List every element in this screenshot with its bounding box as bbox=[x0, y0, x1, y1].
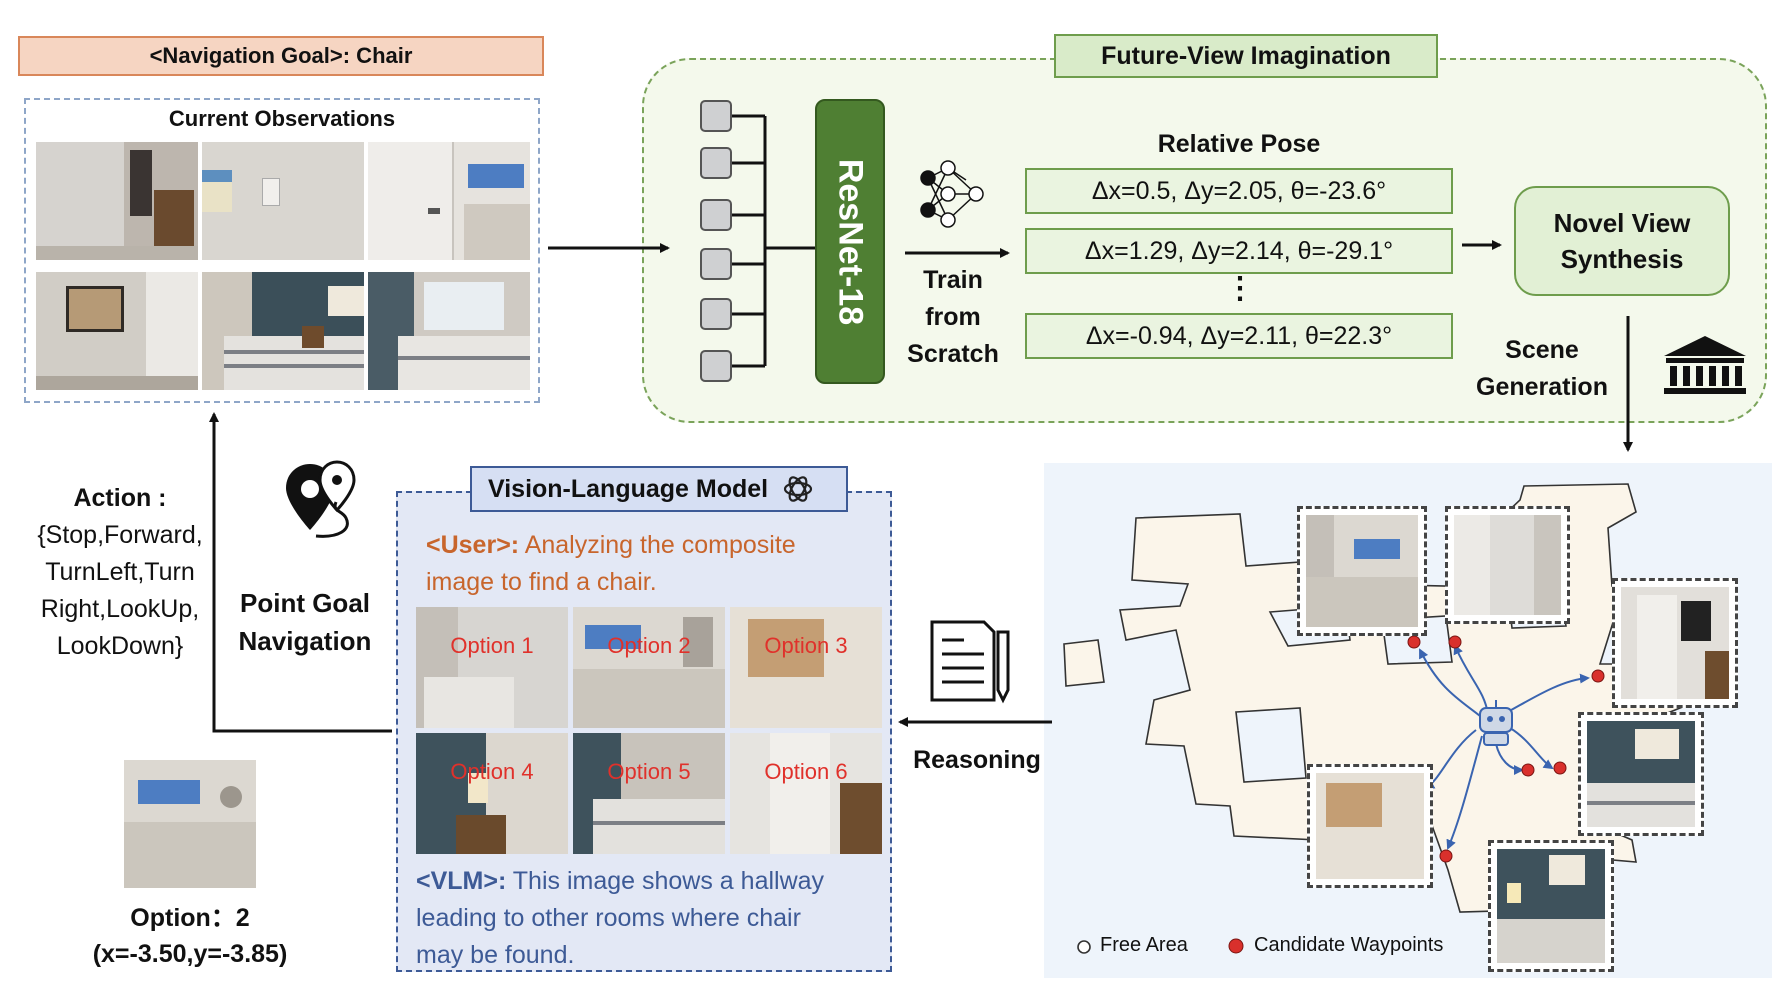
option-label-3: Option 3 bbox=[764, 633, 848, 658]
observation-image-3 bbox=[368, 142, 530, 260]
point-goal-navigation-label: Point Goal Navigation bbox=[238, 588, 372, 656]
arrow-vlm-to-observations bbox=[209, 412, 392, 733]
map-legend-markers bbox=[1077, 938, 1244, 954]
option-label-2: Option 2 bbox=[607, 633, 691, 658]
legend-candidate-waypoints: Candidate Waypoints bbox=[1254, 934, 1444, 956]
map-thumbnail-5 bbox=[1307, 764, 1433, 888]
legend-free-area: Free Area bbox=[1100, 934, 1188, 956]
input-token bbox=[700, 350, 732, 382]
novel-view-synthesis-box: Novel View Synthesis bbox=[1514, 186, 1730, 296]
option-image-4: Option 4 bbox=[416, 733, 568, 854]
input-token bbox=[700, 147, 732, 179]
user-prompt: <User>: Analyzing the composite image to… bbox=[426, 531, 796, 596]
pose-ellipsis: ⋮ bbox=[1225, 272, 1255, 305]
input-token bbox=[700, 199, 732, 231]
map-thumbnail-6 bbox=[1488, 840, 1614, 972]
pose-box-2: Δx=1.29, Δy=2.14, θ=-29.1° bbox=[1025, 228, 1453, 274]
map-route-icon bbox=[286, 460, 356, 538]
current-observations-title: Current Observations bbox=[168, 106, 396, 131]
map-thumbnail-4 bbox=[1578, 712, 1704, 836]
current-observations-panel: Current Observations bbox=[24, 98, 540, 403]
document-pen-icon bbox=[930, 620, 1010, 704]
openai-icon bbox=[784, 476, 813, 502]
option-image-2: Option 2 bbox=[573, 607, 725, 728]
observation-image-4 bbox=[36, 272, 198, 390]
option-image-3: Option 3 bbox=[730, 607, 882, 728]
future-view-imagination-title: Future-View Imagination bbox=[1054, 34, 1438, 78]
observation-image-2 bbox=[202, 142, 364, 260]
map-thumbnail-1 bbox=[1297, 506, 1427, 636]
bank-icon bbox=[1664, 336, 1746, 394]
option-label-4: Option 4 bbox=[450, 759, 534, 784]
vision-language-model-title: Vision-Language Model bbox=[470, 466, 848, 512]
pose-box-1: Δx=0.5, Δy=2.05, θ=-23.6° bbox=[1025, 168, 1453, 214]
option-image-6: Option 6 bbox=[730, 733, 882, 854]
train-from-scratch-label: Train from Scratch bbox=[907, 266, 999, 368]
scene-generation-label: Scene Generation bbox=[1476, 336, 1608, 401]
input-token bbox=[700, 100, 732, 132]
input-token bbox=[700, 248, 732, 280]
observation-image-5 bbox=[202, 272, 364, 390]
option-image-5: Option 5 bbox=[573, 733, 725, 854]
vlm-response: <VLM>: This image shows a hallway leadin… bbox=[416, 867, 825, 969]
pose-box-3: Δx=-0.94, Δy=2.11, θ=22.3° bbox=[1025, 313, 1453, 359]
selected-option-image bbox=[124, 760, 256, 888]
observation-image-1 bbox=[36, 142, 198, 260]
reasoning-label: Reasoning bbox=[913, 746, 1041, 774]
neural-network-icon bbox=[920, 160, 984, 228]
action-space-label: Action : {Stop,Forward, TurnLeft,Turn Ri… bbox=[37, 484, 203, 660]
encoder-connectors bbox=[732, 114, 815, 368]
selected-option-label: Option：2 (x=-3.50,y=-3.85) bbox=[92, 904, 288, 968]
robot-icon bbox=[1479, 700, 1513, 746]
resnet-18-block: ResNet-18 bbox=[815, 99, 885, 384]
relative-pose-title: Relative Pose bbox=[1157, 130, 1321, 158]
option-label-5: Option 5 bbox=[607, 759, 691, 784]
input-token bbox=[700, 298, 732, 330]
map-thumbnail-3 bbox=[1612, 578, 1738, 708]
observation-image-6 bbox=[368, 272, 530, 390]
map-thumbnail-2 bbox=[1445, 506, 1570, 624]
option-label-6: Option 6 bbox=[764, 759, 848, 784]
option-label-1: Option 1 bbox=[450, 633, 534, 658]
vision-language-model-panel: <User>: Analyzing the composite image to… bbox=[396, 491, 892, 972]
option-image-1: Option 1 bbox=[416, 607, 568, 728]
navigation-goal-label: <Navigation Goal>: Chair bbox=[18, 36, 544, 76]
